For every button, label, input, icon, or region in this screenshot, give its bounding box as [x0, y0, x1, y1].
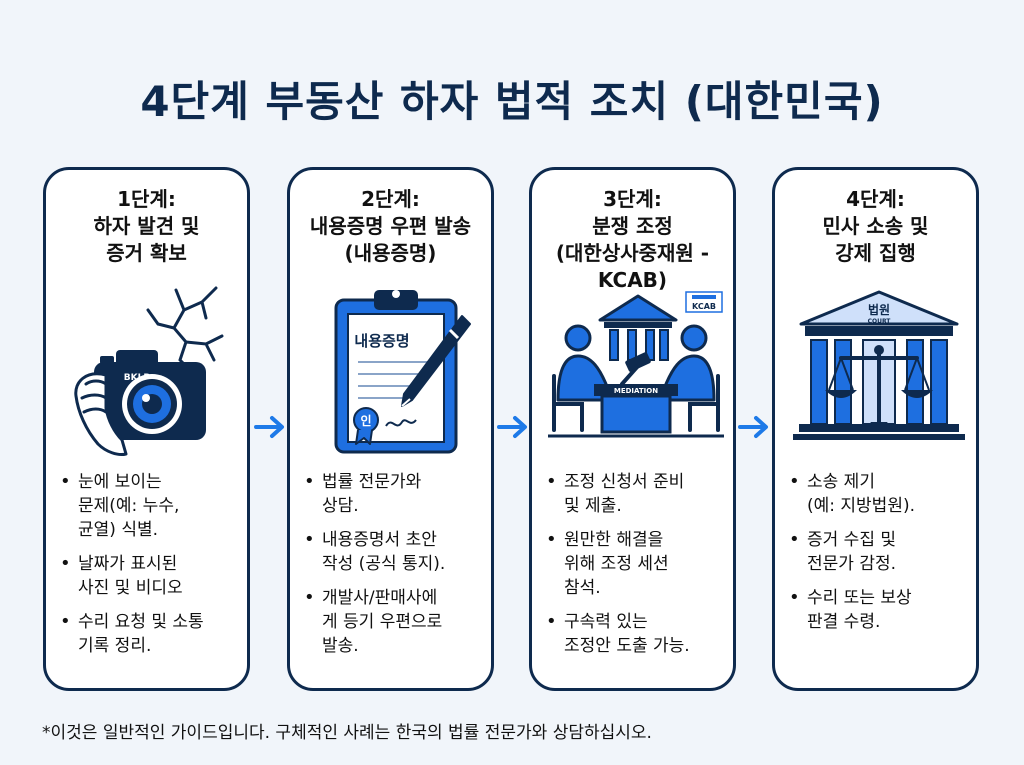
- step-bullets: 조정 신청서 준비 및 제출. 원만한 해결을 위해 조정 세션 참석. 구속력…: [542, 470, 725, 668]
- bullet-item: 구속력 있는 조정안 도출 가능.: [542, 610, 725, 658]
- step-name: 내용증명 우편 발송 (내용증명): [309, 214, 472, 265]
- bullet-item: 수리 요청 및 소통 기록 정리.: [56, 610, 239, 658]
- step-header: 2단계: 내용증명 우편 발송 (내용증명): [290, 186, 491, 267]
- bullet-item: 증거 수집 및 전문가 감정.: [785, 528, 968, 576]
- step-bullets: 법률 전문가와 상담. 내용증명서 초안 작성 (공식 통지). 개발사/판매사…: [300, 470, 483, 668]
- seal-text: 인: [360, 413, 371, 428]
- certified-letter-clipboard-icon: 내용증명 인: [334, 290, 471, 454]
- table-label: MEDIATION: [614, 387, 658, 395]
- step-card-1: 1단계: 하자 발견 및 증거 확보 BKLR 눈에 보이는 문제(예: 누수,…: [43, 167, 250, 691]
- step-name: 하자 발견 및 증거 확보: [93, 214, 200, 265]
- footnote: *이것은 일반적인 가이드입니다. 구체적인 사례는 한국의 법률 전문가와 상…: [42, 723, 652, 743]
- step-label: 1단계:: [117, 187, 176, 211]
- bullet-item: 내용증명서 초안 작성 (공식 통지).: [300, 528, 483, 576]
- step-bullets: 소송 제기 (예: 지방법원). 증거 수집 및 전문가 감정. 수리 또는 보…: [785, 470, 968, 644]
- courthouse-scales-icon: 법원 COURT: [793, 290, 965, 440]
- camera-crack-icon: BKLR: [74, 286, 224, 456]
- document-title: 내용증명: [354, 332, 409, 350]
- bullet-item: 날짜가 표시된 사진 및 비디오: [56, 552, 239, 600]
- step-label: 2단계:: [361, 187, 420, 211]
- step-label: 4단계:: [846, 187, 905, 211]
- bullet-item: 수리 또는 보상 판결 수령.: [785, 586, 968, 634]
- step-card-3: 3단계: 분쟁 조정 (대한상사중재원 - KCAB) KCAB MEDIATI…: [529, 167, 736, 691]
- bullet-item: 소송 제기 (예: 지방법원).: [785, 470, 968, 518]
- step-card-4: 4단계: 민사 소송 및 강제 집행 법원 COURT 소송 제기 (예: 지방…: [772, 167, 979, 691]
- arrow-right-icon: [254, 416, 284, 438]
- step-card-2: 2단계: 내용증명 우편 발송 (내용증명) 내용증명 인 법률 전문가와 상담…: [287, 167, 494, 691]
- bullet-item: 눈에 보이는 문제(예: 누수, 균열) 식별.: [56, 470, 239, 542]
- step-name: 분쟁 조정 (대한상사중재원 - KCAB): [555, 214, 710, 292]
- court-label: 법원: [868, 302, 890, 317]
- bullet-item: 법률 전문가와 상담.: [300, 470, 483, 518]
- bullet-item: 조정 신청서 준비 및 제출.: [542, 470, 725, 518]
- page-title: 4단계 부동산 하자 법적 조치 (대한민국): [140, 77, 884, 126]
- step-bullets: 눈에 보이는 문제(예: 누수, 균열) 식별. 날짜가 표시된 사진 및 비디…: [56, 470, 239, 668]
- arrow-right-icon: [738, 416, 768, 438]
- step-label: 3단계:: [603, 187, 662, 211]
- step-header: 3단계: 분쟁 조정 (대한상사중재원 - KCAB): [532, 186, 733, 294]
- step-name: 민사 소송 및 강제 집행: [822, 214, 929, 265]
- step-header: 4단계: 민사 소송 및 강제 집행: [775, 186, 976, 267]
- arrow-right-icon: [497, 416, 527, 438]
- kcab-logo-text: KCAB: [692, 302, 716, 311]
- mediation-table-icon: KCAB MEDIATION: [548, 291, 724, 438]
- bullet-item: 개발사/판매사에 게 등기 우편으로 발송.: [300, 586, 483, 658]
- court-sublabel: COURT: [868, 318, 892, 325]
- step-header: 1단계: 하자 발견 및 증거 확보: [46, 186, 247, 267]
- bullet-item: 원만한 해결을 위해 조정 세션 참석.: [542, 528, 725, 600]
